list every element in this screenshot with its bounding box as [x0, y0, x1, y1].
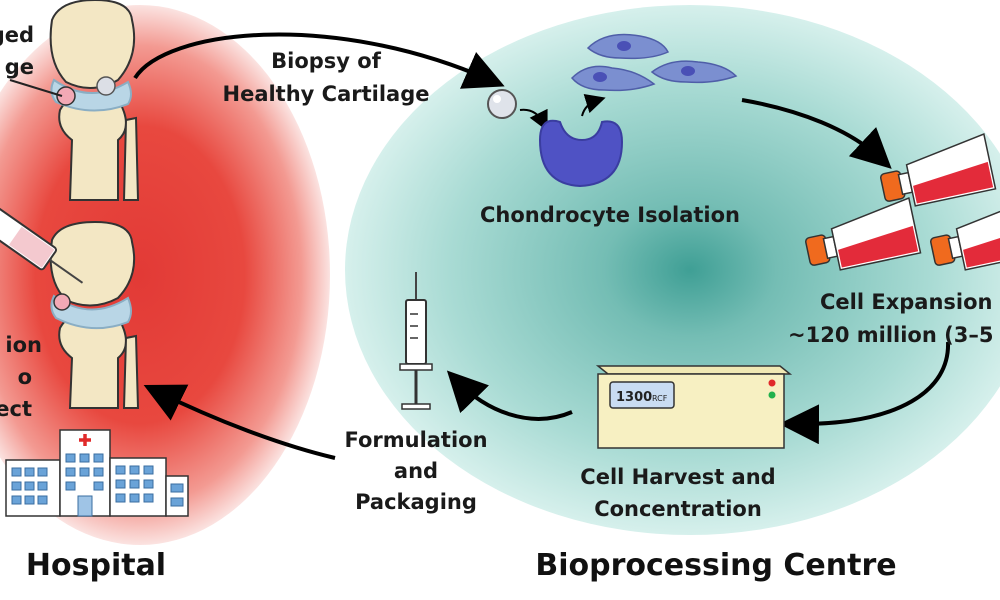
isolation-label: Chondrocyte Isolation [480, 203, 740, 227]
expansion-label-line2: ~120 million (3–5 w [788, 323, 1000, 347]
arrow-to-expansion [741, 98, 892, 169]
damaged-label-line2: ge [5, 55, 34, 79]
damaged-label-line1: ged [0, 23, 34, 47]
damaged-cartilage-spot [56, 86, 76, 106]
arrow-to-formulation [446, 370, 573, 421]
centrifuge-unit: RCF [652, 394, 668, 403]
biopsy-sample-icon [487, 89, 517, 119]
implant-label-line2: o [18, 365, 32, 389]
sample-highlight [493, 95, 501, 103]
culture-flask-icon [805, 197, 922, 271]
implant-label-line1: ion [5, 333, 42, 357]
damaged-pointer [9, 79, 63, 97]
expansion-label-line1: Cell Expansion [820, 290, 992, 314]
syringe-icon [399, 272, 433, 410]
centrifuge-speed: 1300 [616, 390, 652, 405]
arrow-to-hospital [143, 384, 336, 460]
implant-label-line3: ect [0, 397, 32, 421]
chondrocyte-cell-icon [570, 65, 656, 92]
status-light-green [768, 391, 776, 399]
implant-site [53, 293, 71, 311]
chondrocyte-cell-icon [650, 60, 738, 84]
harvest-label-line1: Cell Harvest and [580, 465, 775, 489]
bioprocessing-title: Bioprocessing Centre [535, 548, 896, 583]
biopsy-label-line2: Healthy Cartilage [223, 82, 430, 106]
formulation-label-line1: Formulation [344, 428, 487, 452]
arrow-small-2 [581, 93, 606, 117]
arrow-small-1 [519, 108, 548, 132]
hospital-building-icon [5, 429, 189, 517]
harvest-label-line2: Concentration [594, 497, 762, 521]
enzyme-icon [538, 119, 624, 188]
bioprocessing-region [345, 5, 1000, 535]
biopsy-label-line1: Biopsy of [271, 49, 382, 73]
centrifuge-display [609, 381, 675, 409]
hospital-title: Hospital [26, 548, 166, 583]
knee-joint-icon [49, 220, 140, 409]
syringe-icon [0, 197, 84, 284]
biopsy-sample [96, 76, 116, 96]
arrow-biopsy [133, 32, 505, 89]
culture-flask-icon [880, 133, 997, 207]
formulation-label-line3: Packaging [355, 490, 477, 514]
arrow-to-harvest [779, 341, 951, 445]
status-light-red [768, 379, 776, 387]
centrifuge-icon: 1300 RCF [595, 365, 793, 449]
culture-flask-icon [930, 197, 1000, 271]
formulation-label-line2: and [394, 459, 438, 483]
chondrocyte-cell-icon [586, 33, 670, 60]
